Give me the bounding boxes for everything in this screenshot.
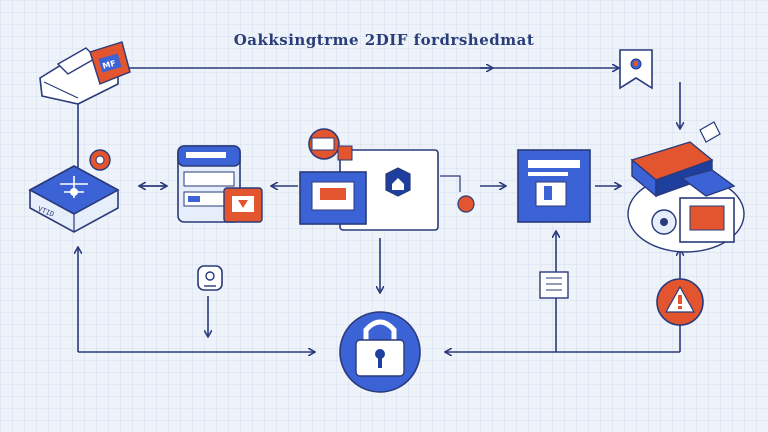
warning-triangle-icon (656, 278, 704, 326)
connectors (78, 68, 680, 352)
diagram-title: Oakksingtrme 2DIF fordrshedmat (233, 31, 535, 49)
document-glyph-icon (539, 271, 569, 299)
ribbon-badge-icon: MF (39, 41, 131, 105)
padlock-icon (339, 311, 421, 393)
router-hub-icon: VTID (28, 149, 120, 233)
badge-text: MF (101, 59, 116, 71)
key-tag-icon (197, 265, 223, 291)
monitor-window-icon (299, 128, 475, 231)
bookmark-icon (619, 49, 653, 90)
hardware-stack-icon (627, 121, 745, 253)
server-rack-icon (177, 145, 263, 223)
document-panel-icon (517, 149, 591, 223)
